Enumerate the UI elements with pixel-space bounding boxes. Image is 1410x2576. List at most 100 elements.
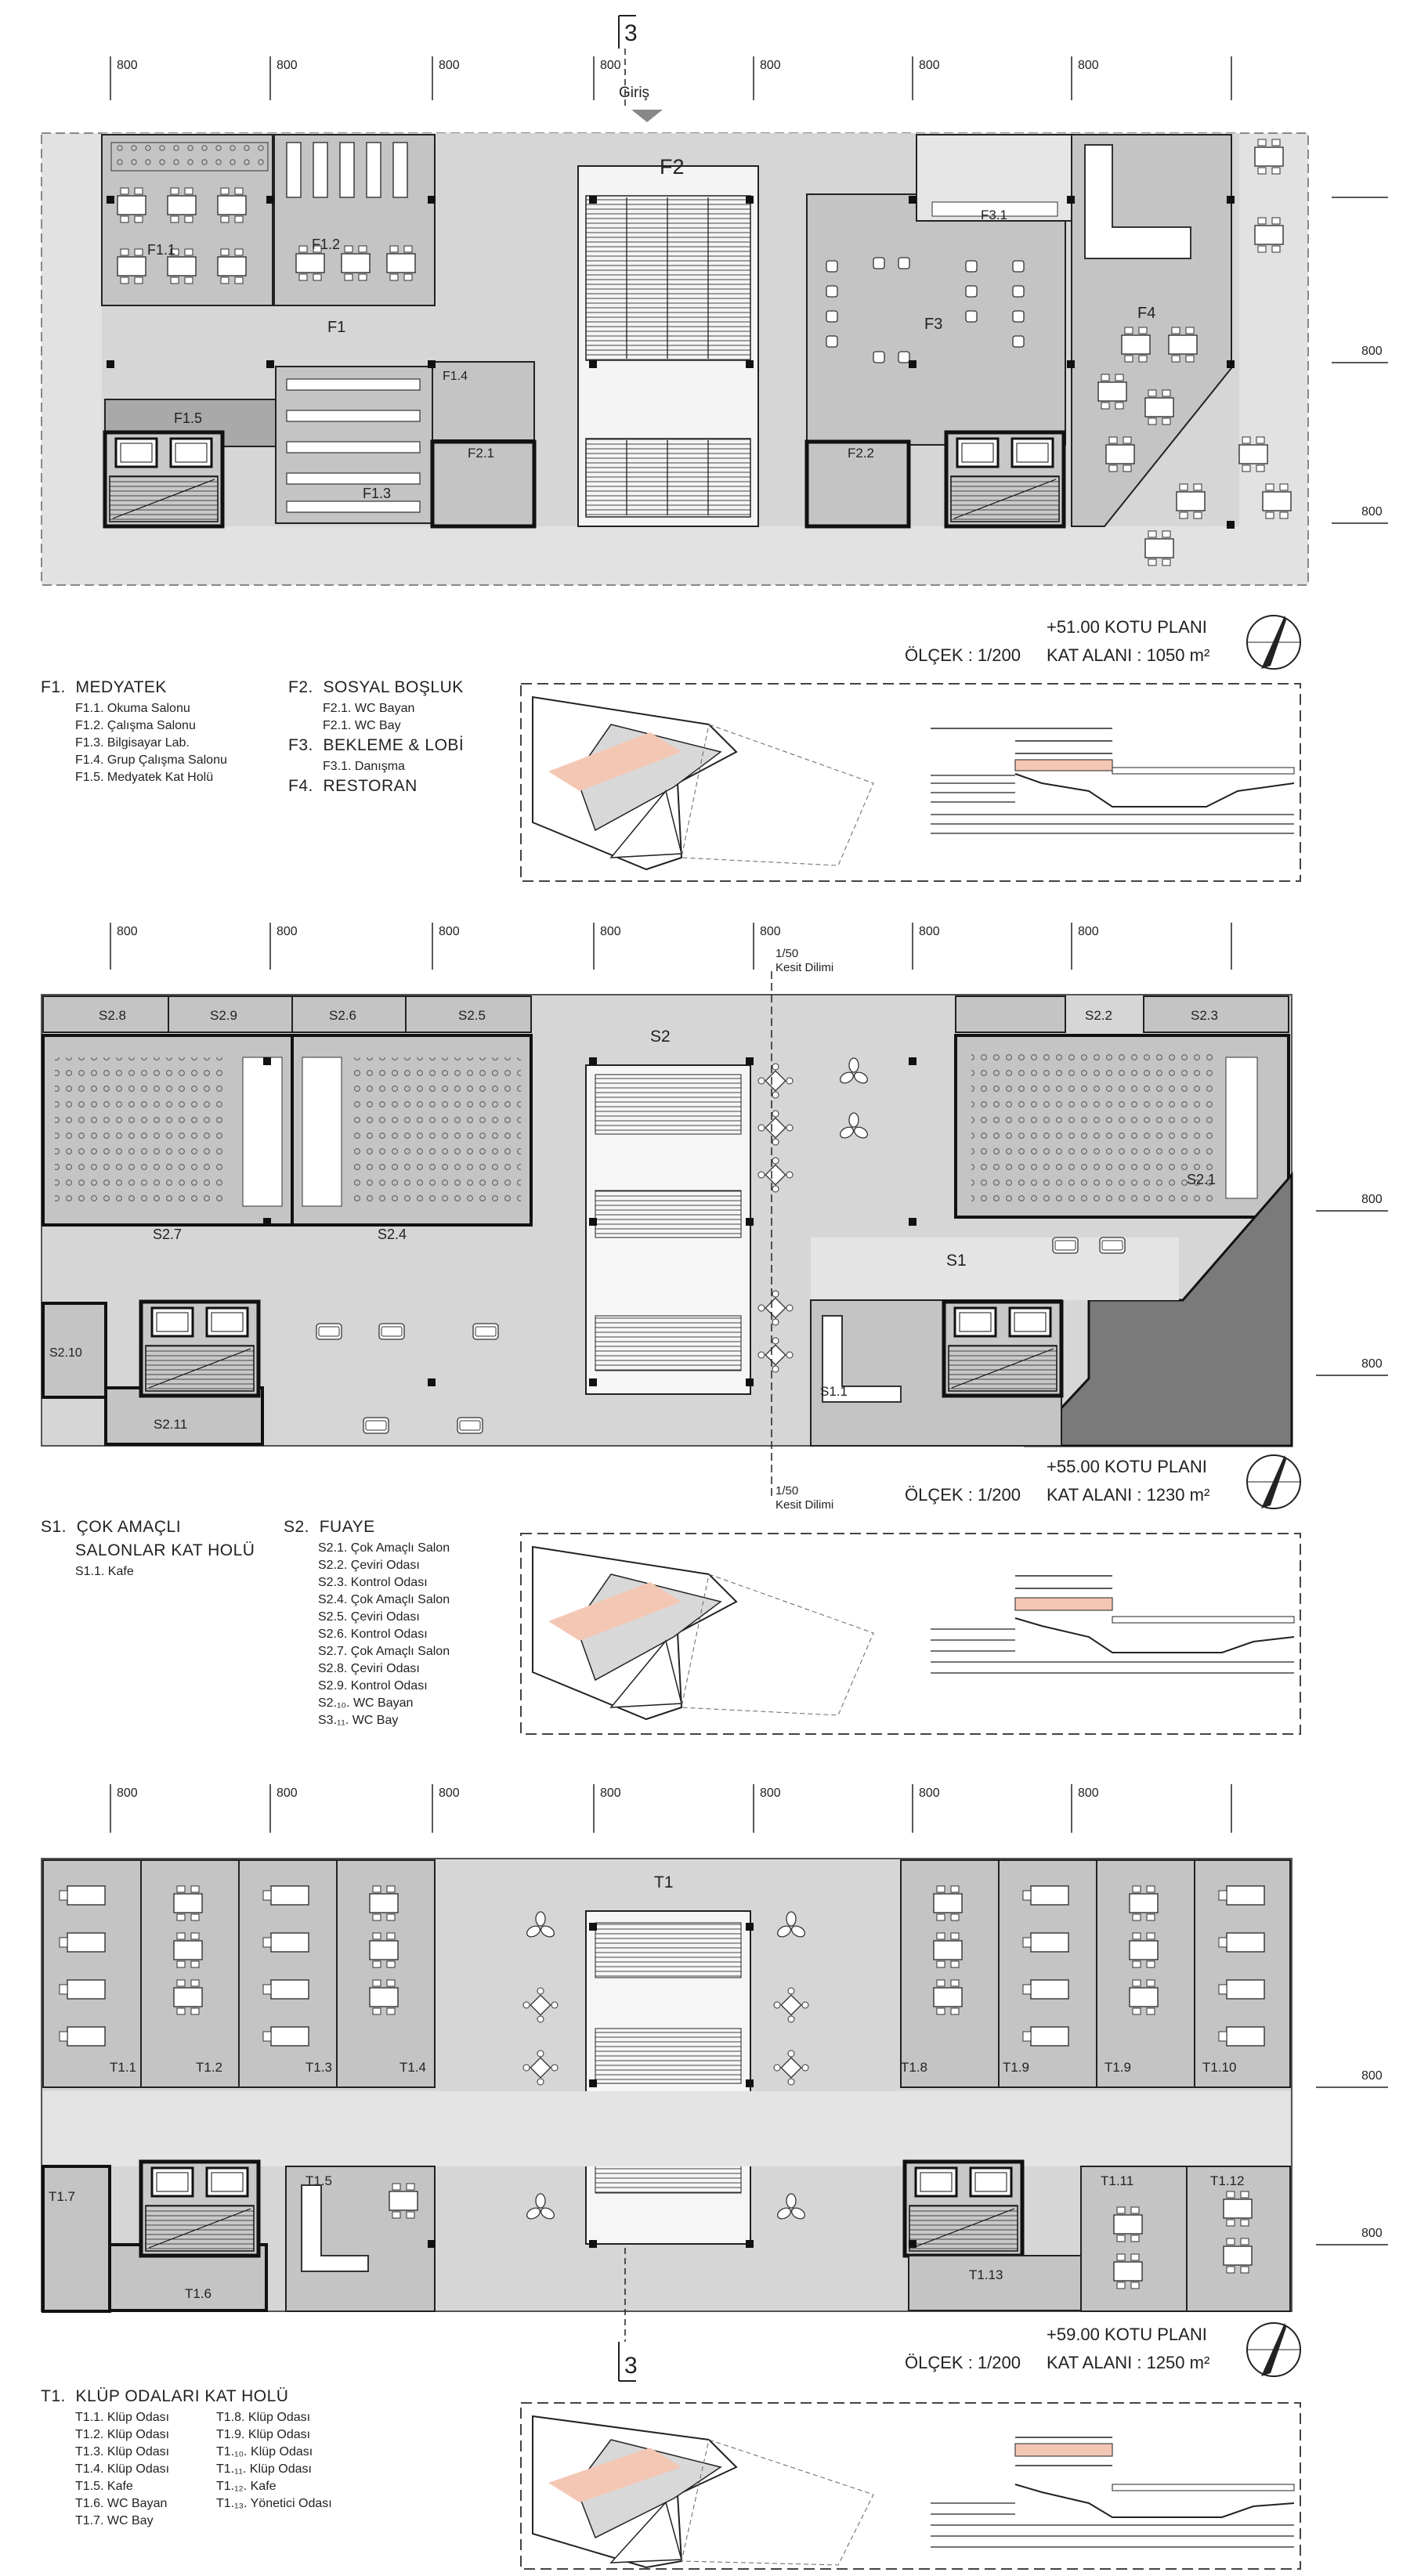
cut-name: Kesit Dilimi xyxy=(776,1498,833,1512)
cut-scale: 1/50 xyxy=(776,1484,798,1498)
room-label: S2.8 xyxy=(99,1008,126,1023)
foyer-sofa xyxy=(1099,1237,1126,1254)
lobby-chair xyxy=(826,335,838,348)
room-label: S2.4 xyxy=(378,1227,407,1242)
lobby-chair xyxy=(1012,260,1025,273)
dim-label: 800 xyxy=(1361,1357,1383,1371)
plan-scale: ÖLÇEK : 1/200 xyxy=(905,645,1021,665)
room-label: F1.4 xyxy=(443,370,468,383)
room-s2-9 xyxy=(168,995,293,1033)
cafe-counter xyxy=(301,2184,369,2272)
legend-item: T1.8. Klüp Odası xyxy=(216,2411,311,2424)
dim-label: 800 xyxy=(1361,1193,1383,1206)
room-label: T1.1 xyxy=(110,2060,136,2075)
room-s2-10 xyxy=(42,1302,107,1399)
room-label: T1.2 xyxy=(196,2060,222,2075)
legend-item: S2.1. Çok Amaçlı Salon xyxy=(318,1541,450,1555)
stage xyxy=(1225,1057,1258,1199)
legend-floor-55-col2: S2. FUAYE S2.1. Çok Amaçlı Salon S2.2. Ç… xyxy=(284,1518,450,1731)
grand-stair-59 xyxy=(595,1922,742,1978)
room-label: T1.9 xyxy=(1104,2060,1131,2075)
room-label: F4 xyxy=(1137,305,1155,322)
room-label: S2.6 xyxy=(329,1008,356,1023)
legend-heading: F2. SOSYAL BOŞLUK xyxy=(288,678,464,696)
room-t1-13 xyxy=(908,2255,1082,2311)
foyer-sofa xyxy=(316,1323,342,1340)
grand-stair-lower-51 xyxy=(585,438,751,518)
room-label: F2 xyxy=(660,155,685,179)
room-label: T1.4 xyxy=(400,2060,426,2075)
section-diagram-51 xyxy=(931,728,1295,834)
dim-label: 800 xyxy=(117,1787,138,1800)
legend-item: T1.1. Klüp Odası xyxy=(75,2411,170,2424)
bar-counter xyxy=(1084,144,1191,259)
floor-plan-59: 800 800 800 800 800 800 800 xyxy=(41,1784,1388,2570)
legend-heading: F4. RESTORAN xyxy=(288,777,418,795)
north-arrow-icon xyxy=(1246,615,1301,670)
section-marker-top xyxy=(618,15,636,110)
legend-item: T1.6. WC Bayan xyxy=(75,2497,168,2510)
legend-heading: F3. BEKLEME & LOBİ xyxy=(288,736,465,754)
service-core-left-59 xyxy=(141,2162,258,2256)
side-dimension-59 xyxy=(1316,2086,1388,2245)
dim-label: 800 xyxy=(1078,925,1099,938)
room-label: F1.3 xyxy=(363,486,391,501)
dim-label: 800 xyxy=(1078,1787,1099,1800)
room-s2-8 xyxy=(42,995,169,1033)
lobby-chair xyxy=(873,257,885,269)
dim-label: 800 xyxy=(117,59,138,72)
structural-columns-59 xyxy=(428,1923,916,2248)
floor-area: KAT ALANI : 1230 m² xyxy=(1047,1485,1209,1505)
lobby-chair xyxy=(1012,285,1025,298)
key-plan-51 xyxy=(532,695,874,871)
room-label: S2.10 xyxy=(49,1346,82,1360)
room-label: F1.1 xyxy=(147,242,175,258)
foyer-sofa xyxy=(472,1323,499,1340)
room-label: T1.13 xyxy=(969,2267,1003,2282)
dim-label: 800 xyxy=(760,59,781,72)
corridor-t1 xyxy=(43,2091,1290,2166)
room-label: F1.2 xyxy=(312,237,340,252)
legend-item: T1.3. Klüp Odası xyxy=(75,2445,170,2459)
legend-floor-59-col2: T1.8. Klüp Odası T1.9. Klüp Odası T1.₁₀.… xyxy=(182,2387,332,2514)
legend-item: S3.₁₁. WC Bay xyxy=(318,1714,399,1727)
room-label: T1.5 xyxy=(306,2173,332,2188)
grand-stair-51 xyxy=(585,195,751,361)
legend-item: T1.7. WC Bay xyxy=(75,2514,154,2527)
level-title: +55.00 KOTU PLANI xyxy=(1047,1457,1207,1476)
dim-label: 800 xyxy=(1361,2069,1383,2083)
dimension-line-51 xyxy=(110,56,1232,100)
legend-heading: S2. FUAYE xyxy=(284,1518,375,1536)
side-dimension-51 xyxy=(1332,197,1388,524)
reception-desk xyxy=(931,201,1058,217)
dim-label: 800 xyxy=(439,1787,460,1800)
legend-item: S2.7. Çok Amaçlı Salon xyxy=(318,1645,450,1658)
dimension-line-55 xyxy=(110,923,1232,970)
legend-floor-51-col1: F1. MEDYATEK F1.1. Okuma Salonu F1.2. Ça… xyxy=(41,678,227,788)
seating-block xyxy=(55,1057,227,1206)
dim-label: 800 xyxy=(117,925,138,938)
room-f2-2 xyxy=(804,439,911,529)
stage xyxy=(242,1057,283,1207)
room-label: T1.10 xyxy=(1202,2060,1236,2075)
room-t1-12 xyxy=(1186,2166,1291,2312)
legend-item: T1.5. Kafe xyxy=(75,2480,133,2493)
room-label: F2.2 xyxy=(848,446,874,461)
room-label: F3 xyxy=(924,316,942,333)
legend-item: F1.3. Bilgisayar Lab. xyxy=(75,736,190,750)
plan-scale: ÖLÇEK : 1/200 xyxy=(905,1485,1021,1505)
legend-item: S1.1. Kafe xyxy=(75,1565,134,1578)
dim-label: 800 xyxy=(919,925,940,938)
room-label: S2.2 xyxy=(1085,1008,1112,1023)
foyer-sofa xyxy=(1052,1237,1079,1254)
dim-label: 800 xyxy=(1361,505,1383,518)
room-label: F1 xyxy=(327,319,345,336)
legend-item: T1.₁₀. Klüp Odası xyxy=(216,2445,313,2459)
lobby-chair xyxy=(965,285,978,298)
dimension-line-59 xyxy=(110,1784,1232,1833)
key-plan-55 xyxy=(532,1545,874,1721)
lobby-chair xyxy=(826,310,838,323)
lobby-chair xyxy=(898,351,910,363)
legend-heading-cont: SALONLAR KAT HOLÜ xyxy=(75,1541,255,1559)
dim-label: 800 xyxy=(600,1787,621,1800)
